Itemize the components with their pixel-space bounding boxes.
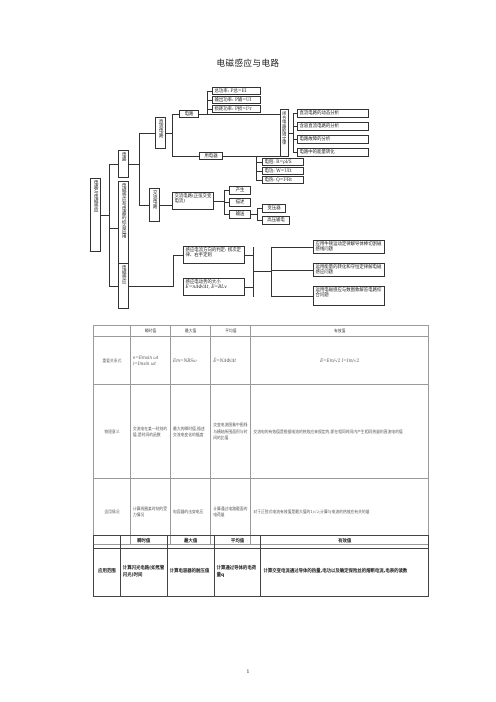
combined-branch-label: 电磁感应与电路的综合应用 [121,183,127,239]
header-cell: 平均值 [213,535,262,549]
transmit-node: 输送 [229,210,251,219]
header-cell: 瞬时值 [119,535,168,549]
cell-max: 计算电容器的耐压值 [166,547,215,597]
header-cell [93,324,131,338]
table-row: 物理意义 交流电在某一时刻的值,是时间的函数 最大的瞬时值,描述交流电变化的幅度… [93,384,429,480]
power-total: 总功率: P总=EI [212,87,261,95]
cell-effective: 交流电的有效值是根据电流的热效应来规定的,即在相同时间内产生相同热量的直流电的值 [250,384,429,480]
values-table-2: 瞬时值 最大值 平均值 有效值 应用范围 计算闪光电路(如氖管闪光)时间 计算电… [93,535,429,597]
row-label: 重要关系式 [93,336,131,386]
table-row: 应用范围 计算闪光电路(如氖管闪光)时间 计算电容器的耐压值 计算通过导体的电荷… [93,547,429,597]
header-cell [93,535,121,549]
app-newton: 应用牛顿运动定律解导体棒切割磁感线问题 [313,240,385,254]
root-node: 电路与电磁感应 [90,178,101,252]
cell-instant: 计算线圈某时刻的受力情况 [129,478,172,546]
em-branch-label: 电磁感应 [121,265,127,284]
header-cell: 最大值 [166,535,215,549]
produce-node: 产生 [229,186,251,195]
header-cell: 最大值 [170,324,212,338]
table-row: 重要关系式 e=Emsin ωt i=Imsin ωt Em=NBSω Ē=NΔ… [93,336,429,386]
cell-effective: 计算交变电流通过导体的热量,电功以及确定保险丝的熔断电流,电表的读数 [260,547,429,597]
page-title: 电磁感应与电路 [216,59,280,69]
power-output: 输出功率: P输=UI [212,96,261,104]
describe-node: 描述 [229,198,251,207]
cell-average: 计算通过电路截面的电荷量 [210,478,252,546]
circuit-branch-label: 电路 [121,152,127,162]
ac-circuit-label: 交流电路 [152,190,158,209]
transformer-node: 变压器 [262,204,286,213]
circuit-node: 电路 [179,110,199,118]
header-cell: 有效值 [260,535,429,549]
header-cell: 有效值 [250,324,429,338]
root-label: 电路与电磁感应 [93,180,99,213]
dc-dynamic: 直流电路的动态分析 [297,109,369,118]
cell-max: Em=NBSω [170,336,212,386]
magnitude-node: 感应电动势的大小 E=nΔΦ/Δt, E=BLv [183,278,245,296]
appliance-node: 用电器 [199,152,223,160]
cell-average: 计算通过导体的电荷量q [213,547,262,597]
capacitor-dc: 含容直流电路的分析 [297,122,369,131]
hv-transmission: 高压输电 [262,216,290,225]
page-number: 1 [246,669,250,675]
dc-circuit: 直流电路 [155,117,166,149]
table-header-row: 瞬时值 最大值 平均值 有效值 [93,535,429,549]
app-graph: 运用电磁感应与数图象解答电路综合问题 [313,286,385,306]
direction-judgment: 感应电流方向的判定: 楞次定律、右手定则 [183,246,245,264]
values-table-1: 瞬时值 最大值 平均值 有效值 重要关系式 e=Emsin ωt i=Imsin… [93,324,429,546]
cell-max: 最大的瞬时值,描述交流电变化的幅度 [170,384,212,480]
cell-instant: 计算闪光电路(如氖管闪光)时间 [119,547,168,597]
cell-instant: 交流电在某一时刻的值,是时间的函数 [129,384,172,480]
cell-average: Ē=NΔΦ/Δt [210,336,252,386]
ac-sine: 交流电路(正弦交变电流) [172,192,214,210]
header-cell: 瞬时值 [129,324,172,338]
heat-formula: 电热: Q=I²Rt [262,176,304,184]
mind-map: 电路与电磁感应 电路 电磁感应与电路的综合应用 电磁感应 直流电路 交流电路 总… [0,0,496,320]
table-header-row: 瞬时值 最大值 平均值 有效值 [93,324,429,338]
resistance-formula: 电阻: R=ρl/S [262,158,304,166]
app-energy: 运用能量的转化和守恒定律解电磁感应问题 [313,263,385,277]
loop-analysis: 闭合电路欧姆定律 [280,109,289,157]
row-label: 物理意义 [93,384,131,480]
row-label: 应用范围 [93,547,121,597]
circuit-branch: 电路 [118,150,129,178]
power-loss: 损耗功率: P损=I²r [212,105,261,113]
work-formula: 电功: W=UIt [262,167,304,175]
magnitude-formula: E=nΔΦ/Δt, E=BLv [185,285,227,291]
cell-instant: e=Emsin ωt i=Imsin ωt [129,336,172,386]
cell-average: 交变电流图象中图线与横轴所围面积与时间的比值 [210,384,252,480]
ac-circuit: 交流电路 [149,188,160,222]
loop-analysis-label: 闭合电路欧姆定律 [282,111,288,145]
cell-effective: E=Em/√2 I=Im/√2 [250,336,429,386]
magnitude-label: 感应电动势的大小 [185,280,221,285]
energy-conversion: 电路中的能量转化 [297,148,369,157]
fault-analysis: 电路故障的分析 [297,135,369,144]
header-cell: 平均值 [210,324,252,338]
em-branch: 电磁感应 [118,263,129,309]
row-label: 适用情况 [93,478,131,546]
dc-circuit-label: 直流电路 [158,119,164,138]
